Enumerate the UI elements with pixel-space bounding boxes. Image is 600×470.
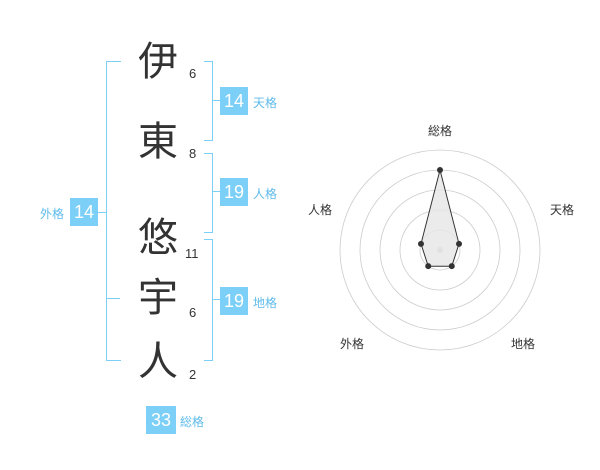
chikaku-label: 地格 bbox=[253, 296, 278, 310]
gaikaku-label: 外格 bbox=[40, 207, 65, 221]
chikaku-value-badge: 19 bbox=[220, 287, 248, 315]
radar-series-shape bbox=[420, 169, 460, 267]
radar-axis-label-soukaku: 総格 bbox=[428, 124, 453, 138]
stroke-count-5: 2 bbox=[189, 367, 197, 382]
radar-point-2 bbox=[456, 240, 463, 247]
radar-point-4 bbox=[425, 263, 432, 270]
stroke-count-2: 8 bbox=[189, 146, 197, 161]
gaikaku-inner-tick bbox=[106, 298, 120, 299]
name-char-2: 東 bbox=[138, 119, 178, 165]
radar-point-3 bbox=[448, 263, 455, 270]
name-char-1: 伊 bbox=[138, 39, 178, 85]
jinkaku-label: 人格 bbox=[253, 187, 278, 201]
name-char-3: 悠 bbox=[138, 215, 178, 261]
chikaku-tick bbox=[212, 299, 220, 300]
radar-axis-label-tenkaku: 天格 bbox=[550, 203, 575, 217]
soukaku-label: 総格 bbox=[180, 415, 205, 429]
gaikaku-value-badge: 14 bbox=[70, 198, 98, 226]
jinkaku-tick bbox=[212, 191, 220, 192]
radar-point-5 bbox=[417, 240, 424, 247]
tenkaku-tick bbox=[212, 100, 220, 101]
gaikaku-bracket bbox=[106, 61, 121, 361]
stroke-count-4: 6 bbox=[189, 305, 197, 320]
name-char-4: 宇 bbox=[138, 275, 178, 321]
radar-axis-label-jinkaku: 人格 bbox=[308, 203, 333, 217]
gaikaku-tick bbox=[98, 212, 106, 213]
jinkaku-bracket bbox=[204, 153, 213, 233]
tenkaku-bracket bbox=[204, 61, 213, 141]
radar-axis-label-gaikaku: 外格 bbox=[340, 337, 365, 351]
soukaku-value-badge: 33 bbox=[146, 406, 176, 434]
radar-axis-label-chikaku: 地格 bbox=[511, 337, 536, 351]
name-char-5: 人 bbox=[138, 339, 178, 385]
radar-grid-ring bbox=[339, 149, 541, 351]
stroke-count-1: 6 bbox=[189, 66, 197, 81]
chikaku-bracket bbox=[204, 239, 213, 361]
tenkaku-label: 天格 bbox=[253, 96, 278, 110]
jinkaku-value-badge: 19 bbox=[220, 178, 248, 206]
tenkaku-value-badge: 14 bbox=[220, 87, 248, 115]
radar-point-1 bbox=[437, 167, 443, 173]
stroke-count-3: 11 bbox=[185, 246, 199, 261]
